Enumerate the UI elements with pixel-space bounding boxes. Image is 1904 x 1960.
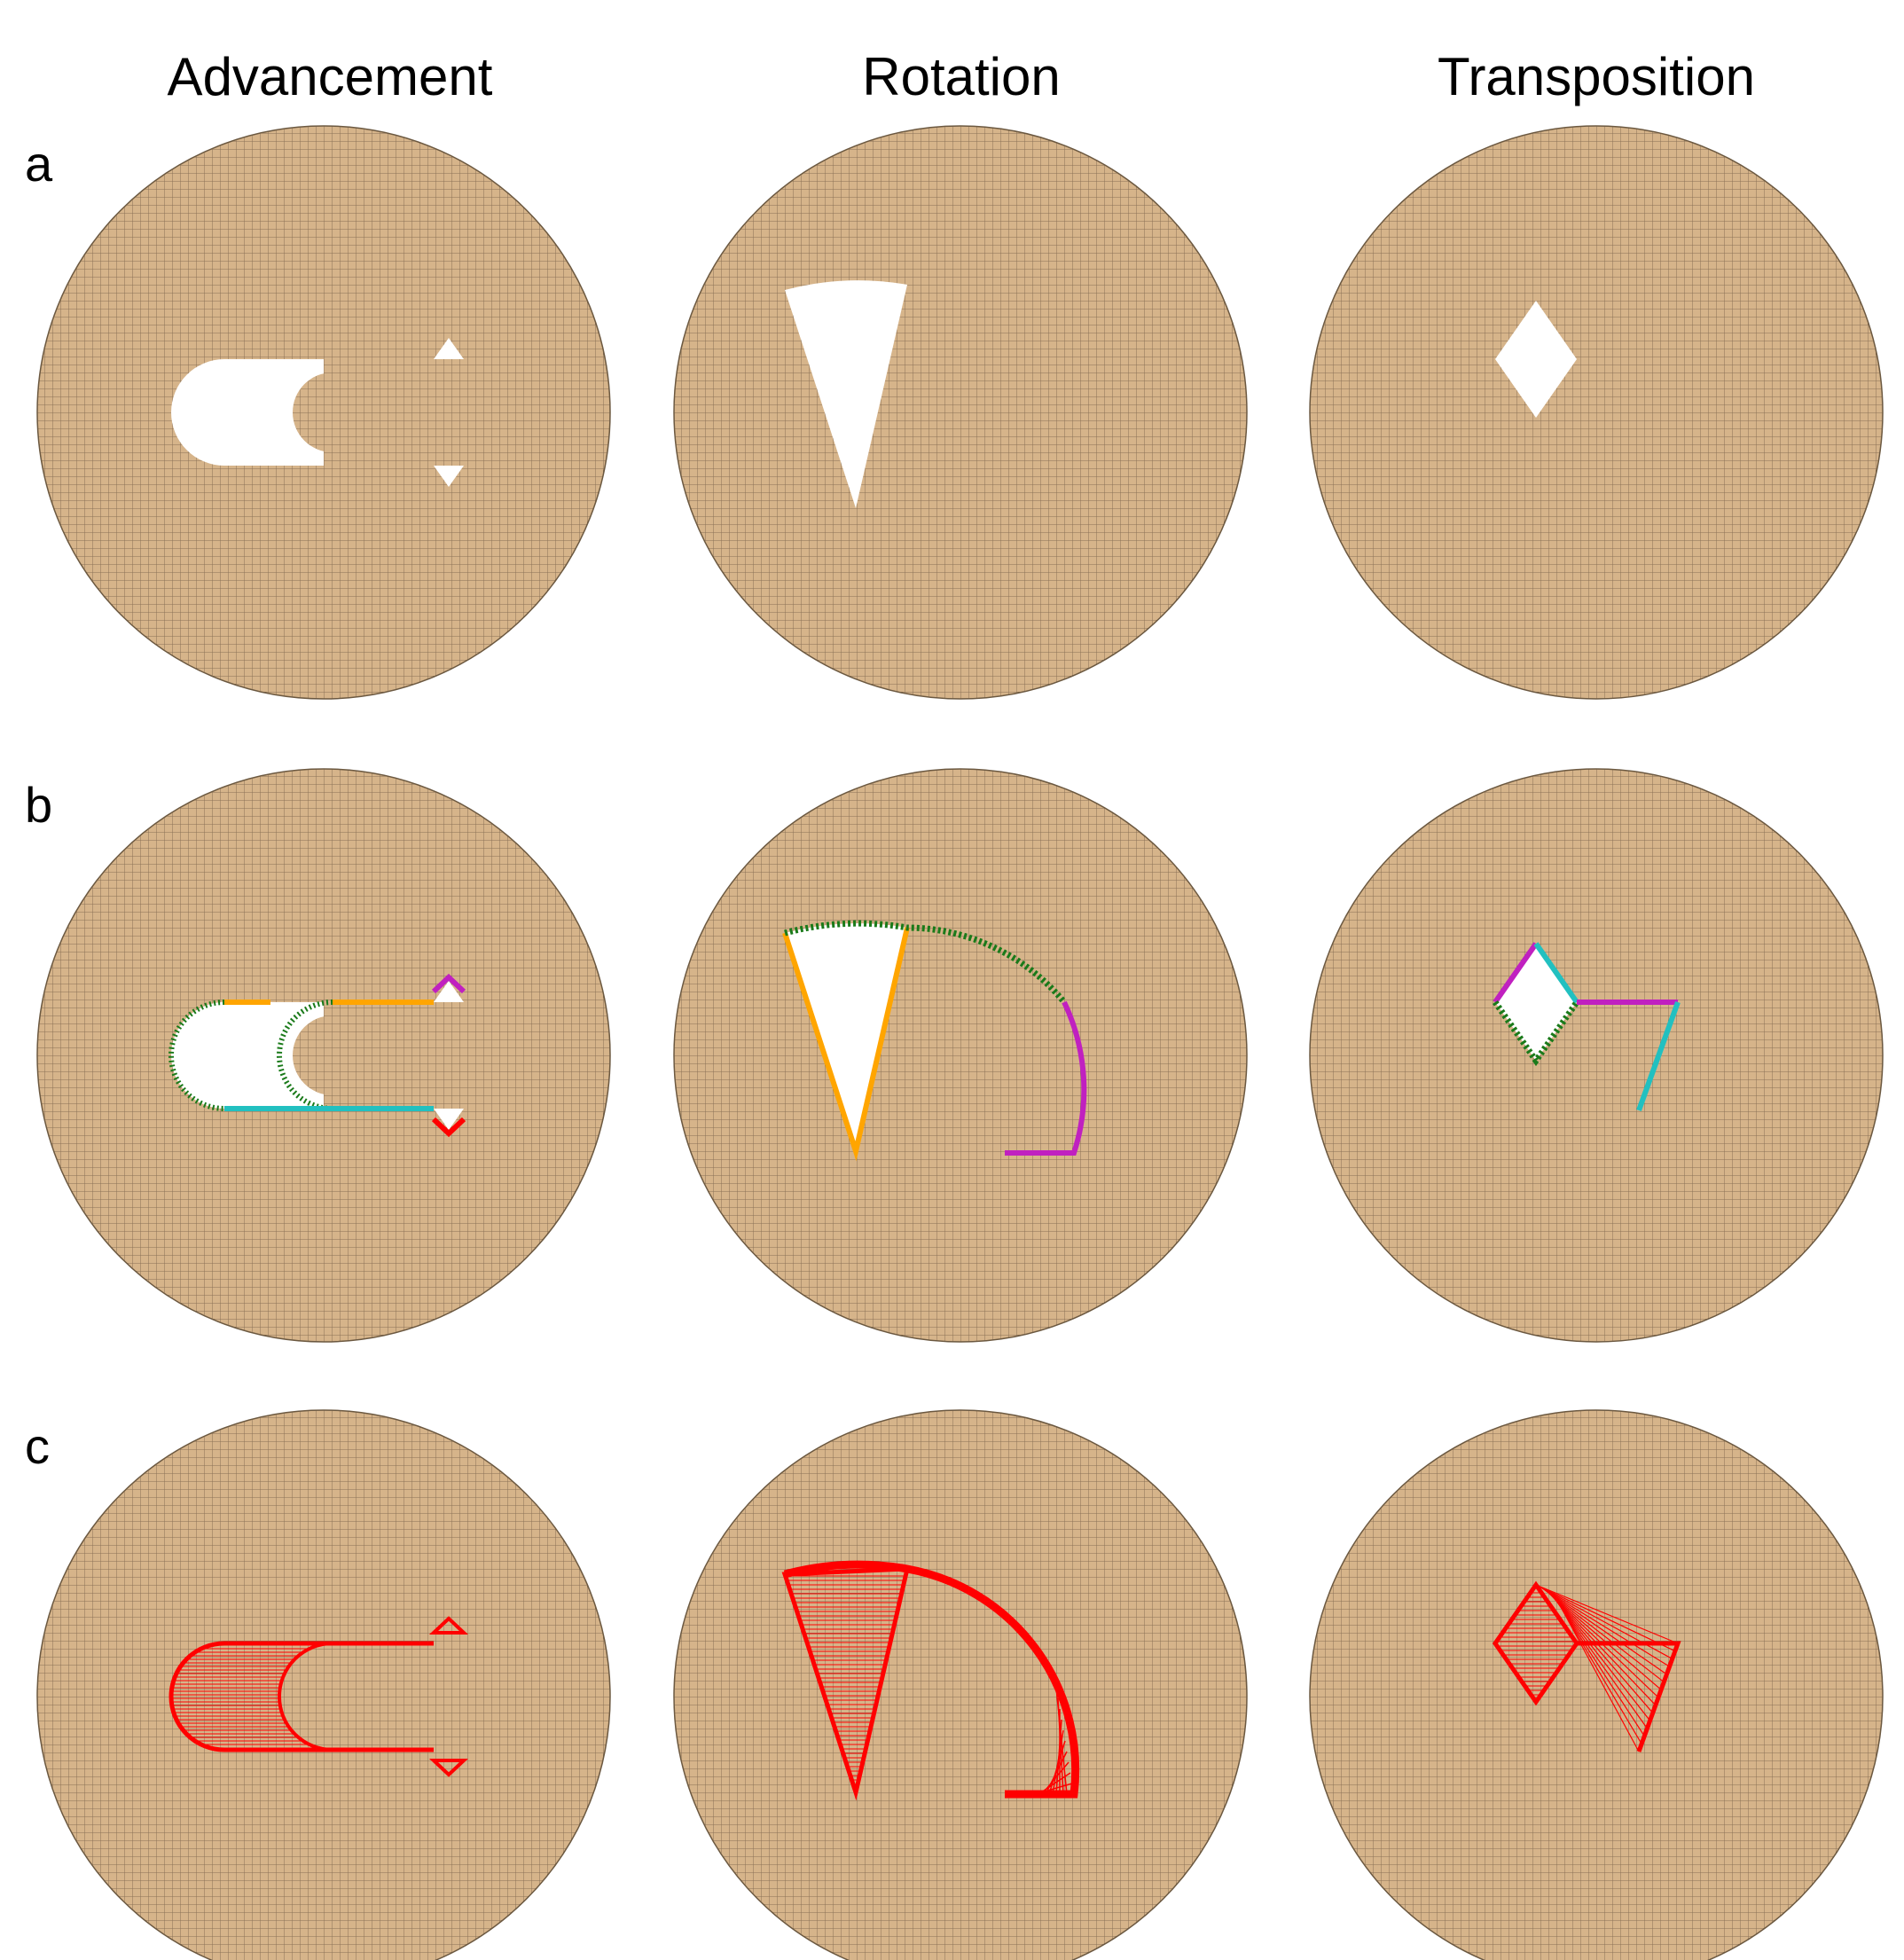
suture-line: [1541, 1588, 1665, 1683]
suture-line: [1547, 1590, 1654, 1713]
suture-cyan-2: [1636, 1000, 1681, 1112]
panel-a-advancement: [36, 125, 611, 700]
suture-line: [1545, 1589, 1657, 1706]
suture-line: [1544, 1588, 1659, 1698]
advanced-flap: [293, 1015, 483, 1095]
defect-hole: [171, 359, 324, 466]
suture-cyan-1: [1533, 942, 1579, 1004]
advanced-flap: [293, 372, 483, 452]
panel-b-transposition: [1309, 768, 1884, 1343]
suture-line: [1553, 1593, 1640, 1752]
panel-b-advancement: [36, 768, 611, 1343]
suture-magenta: [431, 973, 466, 994]
suture-line: [1535, 1584, 1679, 1644]
suture-magenta-1: [1493, 942, 1539, 1004]
advanced-flap: [293, 1657, 483, 1737]
burow-triangle-bottom: [434, 466, 464, 487]
suture-green: [1493, 1000, 1579, 1067]
column-title-advancement: Advancement: [167, 47, 493, 106]
suture-green-2: [277, 1000, 333, 1111]
suture-hatch: [785, 1575, 906, 1790]
column-title-rotation: Rotation: [862, 47, 1061, 106]
suture-triangle-bottom: [428, 1759, 469, 1777]
suture-arc: [783, 1560, 1080, 1799]
suture-orange: [782, 927, 910, 1162]
row-label-c: c: [25, 1418, 50, 1474]
suture-line: [1540, 1587, 1667, 1675]
defect-hole: [171, 1002, 324, 1109]
suture-line: [1547, 1590, 1651, 1721]
mesh-disc: [1309, 125, 1884, 700]
suture-line: [1537, 1585, 1676, 1652]
panel-c-transposition: [1309, 1409, 1884, 1960]
suture-hatch: [171, 1644, 319, 1749]
suture-hatch: [1496, 1588, 1576, 1696]
suture-line: [1538, 1585, 1673, 1659]
suture-line: [1543, 1588, 1662, 1690]
row-label-b: b: [25, 777, 53, 833]
defect-hole: [785, 923, 907, 1151]
mesh-disc: [1309, 1409, 1884, 1960]
suture-green: [784, 920, 1067, 1005]
burow-triangle-top: [434, 338, 464, 359]
suture-red: [431, 1117, 466, 1138]
mesh-disc: [673, 768, 1248, 1343]
panel-c-rotation: [673, 1409, 1248, 1960]
suture-fan: [1535, 1584, 1679, 1752]
column-title-transposition: Transposition: [1438, 47, 1755, 106]
panel-b-rotation: [673, 768, 1248, 1343]
mesh-disc: [673, 125, 1248, 700]
suture-fan: [1031, 1687, 1074, 1795]
burow-triangle-bottom: [434, 1109, 464, 1130]
row-label-a: a: [25, 136, 53, 192]
defect-hole: [785, 280, 907, 508]
suture-line: [1539, 1586, 1670, 1667]
mesh-disc: [1309, 768, 1884, 1343]
suture-triangle-top: [428, 1616, 469, 1635]
suture-outline: [168, 1641, 434, 1752]
mesh-disc: [673, 1409, 1248, 1960]
burow-triangle-top: [434, 981, 464, 1002]
panel-a-rotation: [673, 125, 1248, 700]
panel-a-transposition: [1309, 125, 1884, 700]
suture-triangle: [781, 1566, 911, 1801]
suture-magenta: [1005, 1000, 1087, 1156]
suture-line: [1055, 1687, 1068, 1795]
defect-hole: [1495, 301, 1577, 418]
panel-c-advancement: [36, 1409, 611, 1960]
suture-green-1: [168, 1000, 225, 1111]
